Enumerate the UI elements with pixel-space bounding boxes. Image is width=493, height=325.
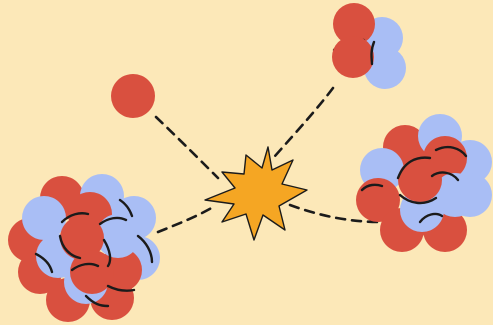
fragment-nucleus-icon [356, 114, 492, 252]
neutron-icon [111, 74, 155, 118]
trajectory-helium [273, 86, 335, 158]
large-nucleus-icon [8, 174, 160, 322]
trajectory-lines [154, 86, 382, 234]
trajectory-large-nucleus [156, 204, 217, 234]
trajectory-fragment [288, 203, 382, 224]
fission-flash-icon [204, 146, 308, 241]
helium-nucleus-icon [332, 3, 406, 89]
trajectory-incoming-neutron [154, 115, 220, 180]
